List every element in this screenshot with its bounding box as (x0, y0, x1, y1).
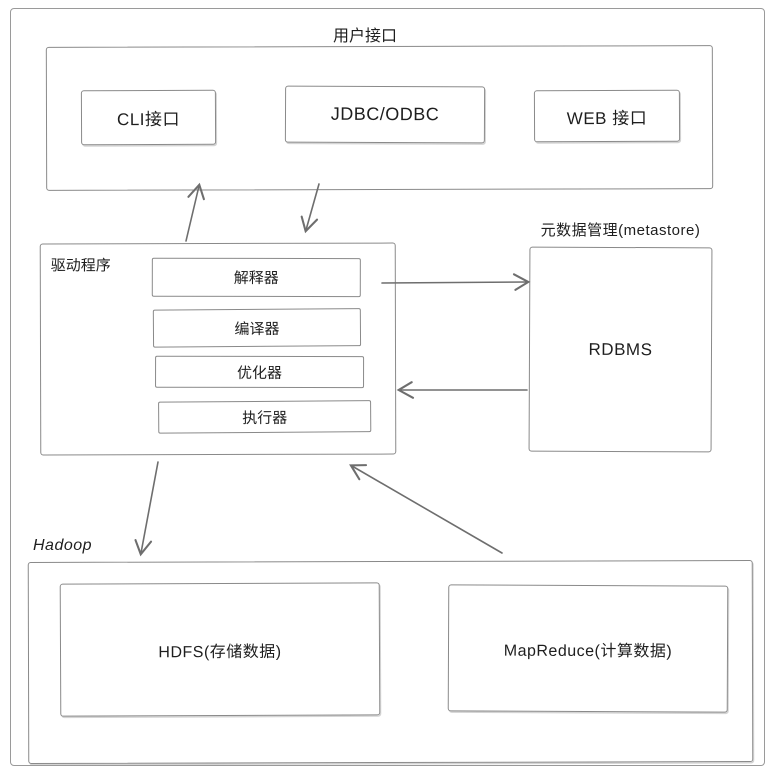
compiler-label: 编译器 (234, 320, 280, 338)
jdbc-odbc-box: JDBC/ODBC (284, 85, 486, 144)
rdbms-label: RDBMS (588, 339, 653, 359)
compiler-box: 编译器 (152, 308, 362, 348)
optimizer-label: 优化器 (237, 364, 283, 382)
user-interface-title: 用户接口 (332, 28, 397, 45)
hadoop-title: Hadoop (33, 537, 93, 554)
hdfs-label: HDFS(存储数据) (158, 643, 282, 661)
driver-title: 驱动程序 (50, 257, 111, 275)
executor-box: 执行器 (158, 400, 372, 434)
web-box: WEB 接口 (533, 89, 681, 143)
hdfs-box: HDFS(存储数据) (59, 582, 381, 717)
interpreter-box: 解释器 (151, 257, 361, 298)
mapreduce-label: MapReduce(计算数据) (503, 642, 673, 660)
metastore-title: 元数据管理(metastore) (540, 222, 701, 239)
driver-box: 驱动程序 解释器 编译器 优化器 执行器 (39, 242, 397, 456)
interpreter-label: 解释器 (233, 269, 279, 287)
cli-box: CLI接口 (80, 89, 217, 146)
executor-label: 执行器 (242, 409, 288, 427)
rdbms-box: RDBMS (528, 246, 713, 453)
jdbc-odbc-label: JDBC/ODBC (330, 103, 440, 125)
optimizer-box: 优化器 (155, 355, 365, 389)
cli-label: CLI接口 (116, 109, 181, 130)
outer-frame (10, 8, 765, 766)
web-label: WEB 接口 (566, 108, 648, 128)
mapreduce-box: MapReduce(计算数据) (447, 584, 729, 713)
